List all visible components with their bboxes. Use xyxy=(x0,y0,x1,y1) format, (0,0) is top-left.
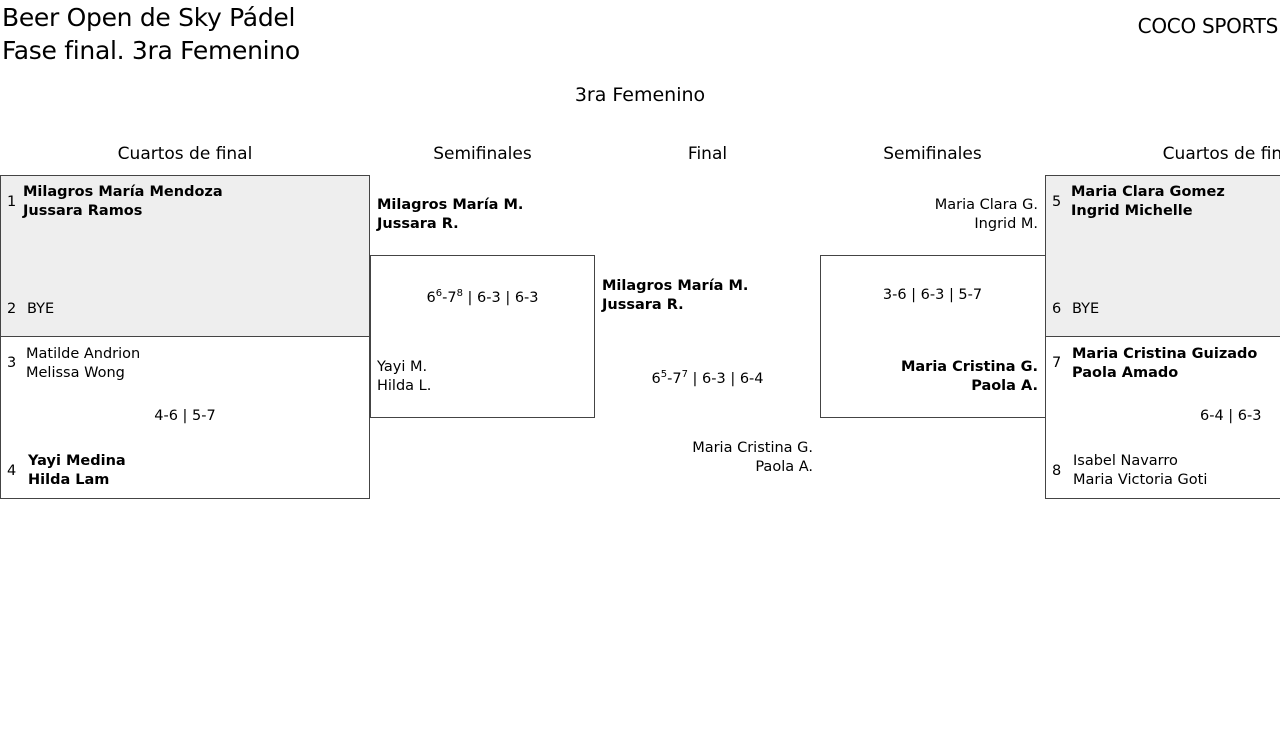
match-score: 4-6 | 5-7 xyxy=(154,408,216,424)
phase-subtitle: Fase final. 3ra Femenino xyxy=(2,36,300,65)
category-title: 3ra Femenino xyxy=(574,84,706,106)
seed-number: 5 xyxy=(1052,194,1062,210)
seed-number: 1 xyxy=(7,194,17,210)
match-score: 6-4 | 6-3 xyxy=(1200,408,1262,424)
round-header-right-semifinals: Semifinales xyxy=(883,144,982,164)
match-score-left-semi: 66-78 | 6-3 | 6-3 xyxy=(426,288,539,306)
seed-number: 7 xyxy=(1052,355,1062,371)
player-name: Hilda Lam xyxy=(28,472,110,488)
player-name: Maria Cristina G. xyxy=(692,440,813,456)
player-name: Maria Cristina Guizado xyxy=(1072,346,1258,362)
player-name: Maria Clara G. xyxy=(934,197,1038,213)
player-name: Paola A. xyxy=(755,459,813,475)
seed-number: 2 xyxy=(7,301,17,317)
bye-label: BYE xyxy=(1072,301,1100,317)
player-name: Matilde Andrion xyxy=(26,346,141,362)
player-name: Ingrid Michelle xyxy=(1071,203,1193,219)
round-header-left-semifinals: Semifinales xyxy=(433,144,532,164)
match-box-q1 xyxy=(0,175,370,337)
match-box-q4 xyxy=(1045,336,1280,499)
player-name: Jussara Ramos xyxy=(23,203,143,219)
player-name: Maria Cristina G. xyxy=(900,359,1038,375)
player-name: Melissa Wong xyxy=(26,365,125,381)
player-name: Milagros María M. xyxy=(377,197,524,213)
match-box-q2 xyxy=(0,336,370,499)
player-name: Hilda L. xyxy=(377,378,432,394)
match-box-q3 xyxy=(1045,175,1280,337)
player-name: Yayi M. xyxy=(377,359,428,375)
player-name: Milagros María M. xyxy=(602,278,749,294)
player-name: Isabel Navarro xyxy=(1073,453,1178,469)
seed-number: 4 xyxy=(7,463,17,479)
player-name: Maria Victoria Goti xyxy=(1073,472,1208,488)
player-name: Ingrid M. xyxy=(974,216,1038,232)
tournament-title: Beer Open de Sky Pádel xyxy=(2,3,296,32)
brand-logo-text: COCO SPORTS xyxy=(1137,14,1279,38)
seed-number: 3 xyxy=(7,355,17,371)
round-header-right-quarterfinals: Cuartos de final xyxy=(1162,144,1280,164)
player-name: Maria Clara Gomez xyxy=(1071,184,1225,200)
match-box-left-semi xyxy=(370,255,595,418)
player-name: Jussara R. xyxy=(377,216,459,232)
player-name: Paola A. xyxy=(971,378,1038,394)
player-name: Jussara R. xyxy=(602,297,684,313)
player-name: Yayi Medina xyxy=(28,453,126,469)
seed-number: 6 xyxy=(1052,301,1062,317)
round-header-left-quarterfinals: Cuartos de final xyxy=(117,144,253,164)
round-header-final: Final xyxy=(687,144,728,164)
player-name: Milagros María Mendoza xyxy=(23,184,223,200)
seed-number: 8 xyxy=(1052,463,1062,479)
bye-label: BYE xyxy=(27,301,55,317)
match-score-final: 65-77 | 6-3 | 6-4 xyxy=(651,369,764,387)
match-score-right-semi: 3-6 | 6-3 | 5-7 xyxy=(882,287,983,303)
player-name: Paola Amado xyxy=(1072,365,1179,381)
